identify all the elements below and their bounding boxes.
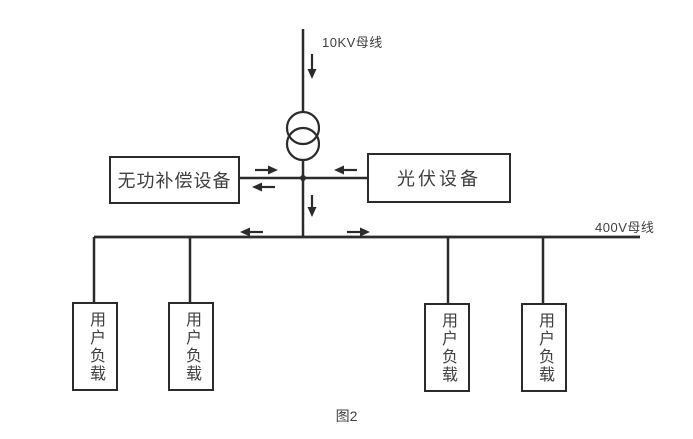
label-10kv-bus: 10KV母线 xyxy=(322,35,383,50)
flow-arrow-bus-left-icon xyxy=(240,227,263,237)
flow-arrow-down-10kv-icon xyxy=(307,54,317,79)
flow-arrow-right-compensation-icon xyxy=(255,165,278,175)
flow-arrow-left-compensation-icon xyxy=(252,182,275,192)
transformer-icon xyxy=(285,110,321,162)
figure-caption: 图2 xyxy=(335,408,358,424)
pv-equipment-box: 光伏设备 xyxy=(367,153,511,203)
pv-equipment-label: 光伏设备 xyxy=(397,169,481,189)
load-label-2: 用户负载 xyxy=(183,310,200,383)
load-box-2: 用户负载 xyxy=(168,302,214,391)
junction-node xyxy=(300,175,306,181)
flow-arrow-down-to-bus-icon xyxy=(307,195,317,217)
load-box-3: 用户负载 xyxy=(424,303,470,392)
compensation-equipment-label: 无功补偿设备 xyxy=(117,171,232,191)
flow-arrow-left-pv-icon xyxy=(334,165,357,175)
load-label-1: 用户负载 xyxy=(87,310,104,383)
flow-arrow-bus-right-icon xyxy=(347,227,370,237)
load-box-4: 用户负载 xyxy=(521,303,567,392)
load-label-4: 用户负载 xyxy=(536,311,553,384)
load-label-3: 用户负载 xyxy=(439,311,456,384)
label-400v-bus: 400V母线 xyxy=(595,220,655,235)
load-box-1: 用户负载 xyxy=(72,302,118,391)
compensation-equipment-box: 无功补偿设备 xyxy=(109,156,240,204)
